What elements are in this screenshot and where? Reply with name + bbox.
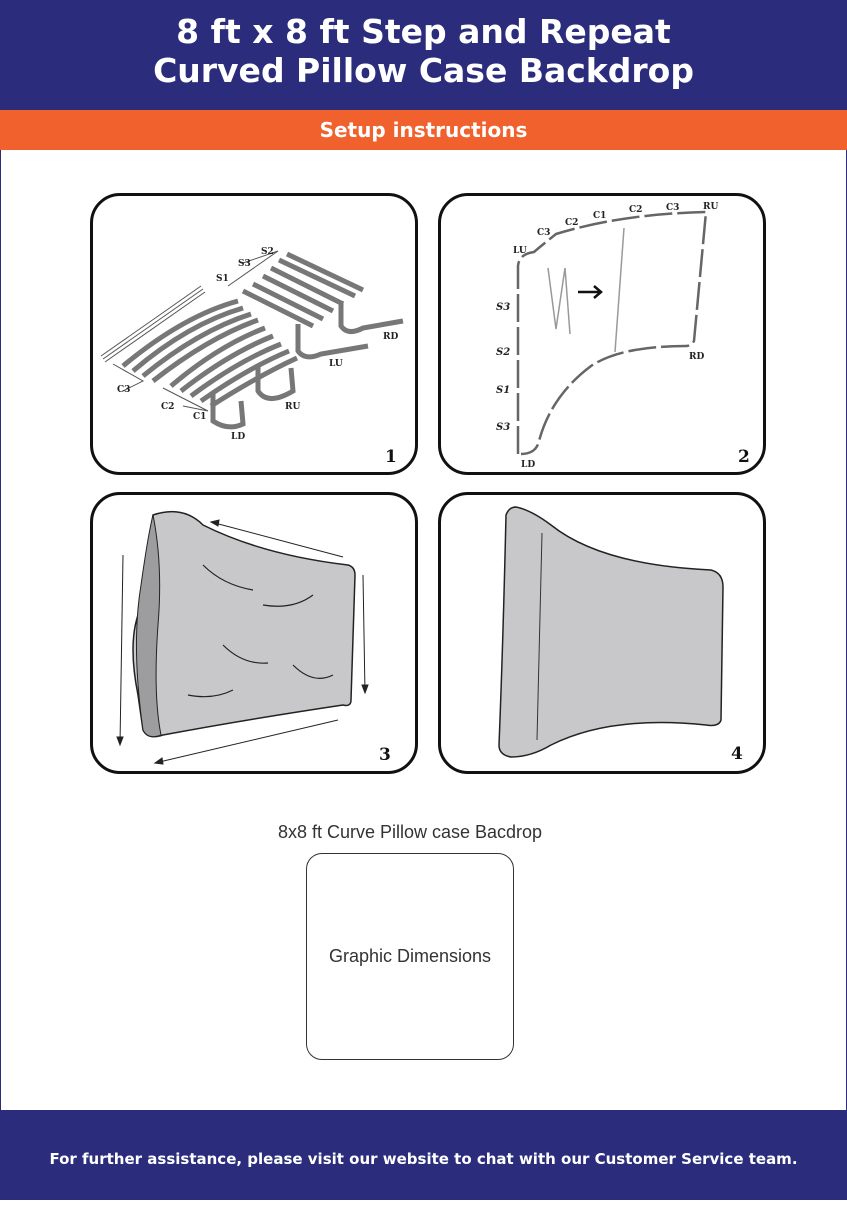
finished-backdrop-illustration: 4: [498, 506, 743, 764]
step-1-panel: S2 S3 S1 RD LU C3 RU C2 C1 LD 1: [90, 193, 418, 475]
graphic-caption: 8x8 ft Curve Pillow case Bacdrop: [277, 822, 543, 842]
label-c3-right: C3: [666, 203, 679, 213]
label-ld: LD: [521, 460, 535, 470]
label-lu: LU: [513, 246, 527, 256]
step-number: 3: [379, 745, 391, 765]
graphic-dimensions-label: Graphic Dimensions: [328, 946, 492, 966]
label-rd: RD: [689, 352, 704, 362]
label-c2-left: C2: [565, 218, 578, 228]
label-lu: LU: [329, 359, 343, 369]
label-rd: RD: [383, 332, 398, 342]
label-c2-right: C2: [629, 205, 642, 215]
frame-assembly-illustration: LU C3 C2 C1 C2 C3 RU S3 S2 S1 S3 LD RD 2: [496, 202, 750, 470]
cover-fabric-illustration: 3: [116, 510, 391, 765]
label-ru: RU: [285, 402, 300, 412]
footer: For further assistance, please visit our…: [0, 1110, 847, 1200]
title-line-1: 8 ft x 8 ft Step and Repeat: [176, 12, 671, 51]
label-s2: S2: [261, 247, 274, 257]
label-c2: C2: [161, 402, 174, 412]
header: 8 ft x 8 ft Step and Repeat Curved Pillo…: [0, 0, 847, 110]
step-4-panel: 4: [438, 492, 766, 774]
label-s3-bottom: S3: [496, 422, 510, 433]
step-2-panel: LU C3 C2 C1 C2 C3 RU S3 S2 S1 S3 LD RD 2: [438, 193, 766, 475]
label-c3-left: C3: [537, 228, 550, 238]
label-s1: S1: [496, 385, 510, 396]
label-c1: C1: [193, 412, 206, 422]
label-c3: C3: [117, 385, 130, 395]
step-number: 4: [731, 744, 743, 764]
step-number: 2: [738, 447, 750, 467]
graphic-dimensions-box: Graphic Dimensions: [306, 853, 514, 1060]
frame-parts-illustration: S2 S3 S1 RD LU C3 RU C2 C1 LD 1: [100, 247, 404, 467]
step-3-panel: 3: [90, 492, 418, 774]
label-s1: S1: [216, 274, 229, 284]
label-s3: S3: [238, 259, 251, 269]
title-line-2: Curved Pillow Case Backdrop: [153, 51, 694, 90]
label-s2: S2: [496, 347, 510, 358]
label-c1: C1: [593, 211, 606, 221]
label-ld: LD: [231, 432, 245, 442]
step-number: 1: [385, 447, 397, 467]
subheader: Setup instructions: [0, 110, 847, 150]
label-s3-top: S3: [496, 302, 510, 313]
label-ru: RU: [703, 202, 718, 212]
